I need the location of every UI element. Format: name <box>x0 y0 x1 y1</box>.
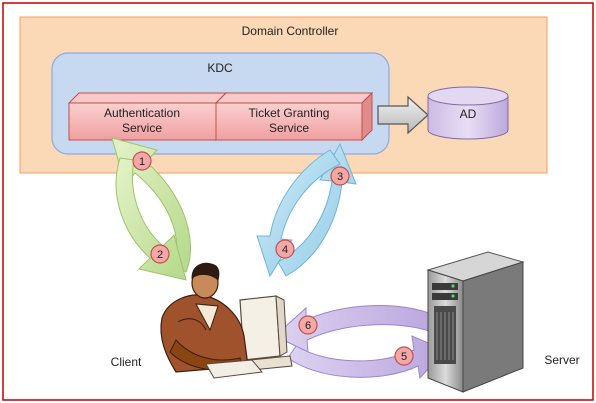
step-number-1: 1 <box>139 156 145 168</box>
step-badge-1: 1 <box>132 151 152 171</box>
step-number-5: 5 <box>401 351 407 363</box>
ad-database-icon: AD <box>427 86 509 140</box>
step-badge-6: 6 <box>298 315 318 335</box>
ticket-granting-service-label-line1: Ticket Granting <box>249 106 330 120</box>
client-person-icon <box>160 262 293 379</box>
ticket-granting-service-block: Ticket Granting Service <box>214 91 374 142</box>
step-badge-2: 2 <box>150 244 170 264</box>
step-badge-5: 5 <box>394 346 414 366</box>
as-exchange-arrows <box>111 137 191 281</box>
server-tower-icon <box>426 251 525 393</box>
step-badge-3: 3 <box>330 166 350 186</box>
kdc-label: KDC <box>207 61 233 75</box>
step-number-6: 6 <box>305 320 311 332</box>
purple-arrow-left-icon <box>274 305 441 353</box>
green-arrow-down-icon <box>115 157 187 281</box>
step-badge-4: 4 <box>275 239 295 259</box>
authentication-service-label-line2: Service <box>122 121 162 135</box>
authentication-service-label-line1: Authentication <box>104 106 180 120</box>
step-number-4: 4 <box>282 244 288 256</box>
client-label: Client <box>111 355 142 369</box>
ticket-granting-service-label-line2: Service <box>269 121 309 135</box>
server-label: Server <box>544 353 579 367</box>
ad-label: AD <box>460 107 477 121</box>
step-number-3: 3 <box>337 171 343 183</box>
domain-controller-label: Domain Controller <box>242 24 339 38</box>
step-number-2: 2 <box>157 249 163 261</box>
authentication-service-block: Authentication Service <box>67 91 228 142</box>
kdc-to-ad-arrow <box>377 95 429 135</box>
